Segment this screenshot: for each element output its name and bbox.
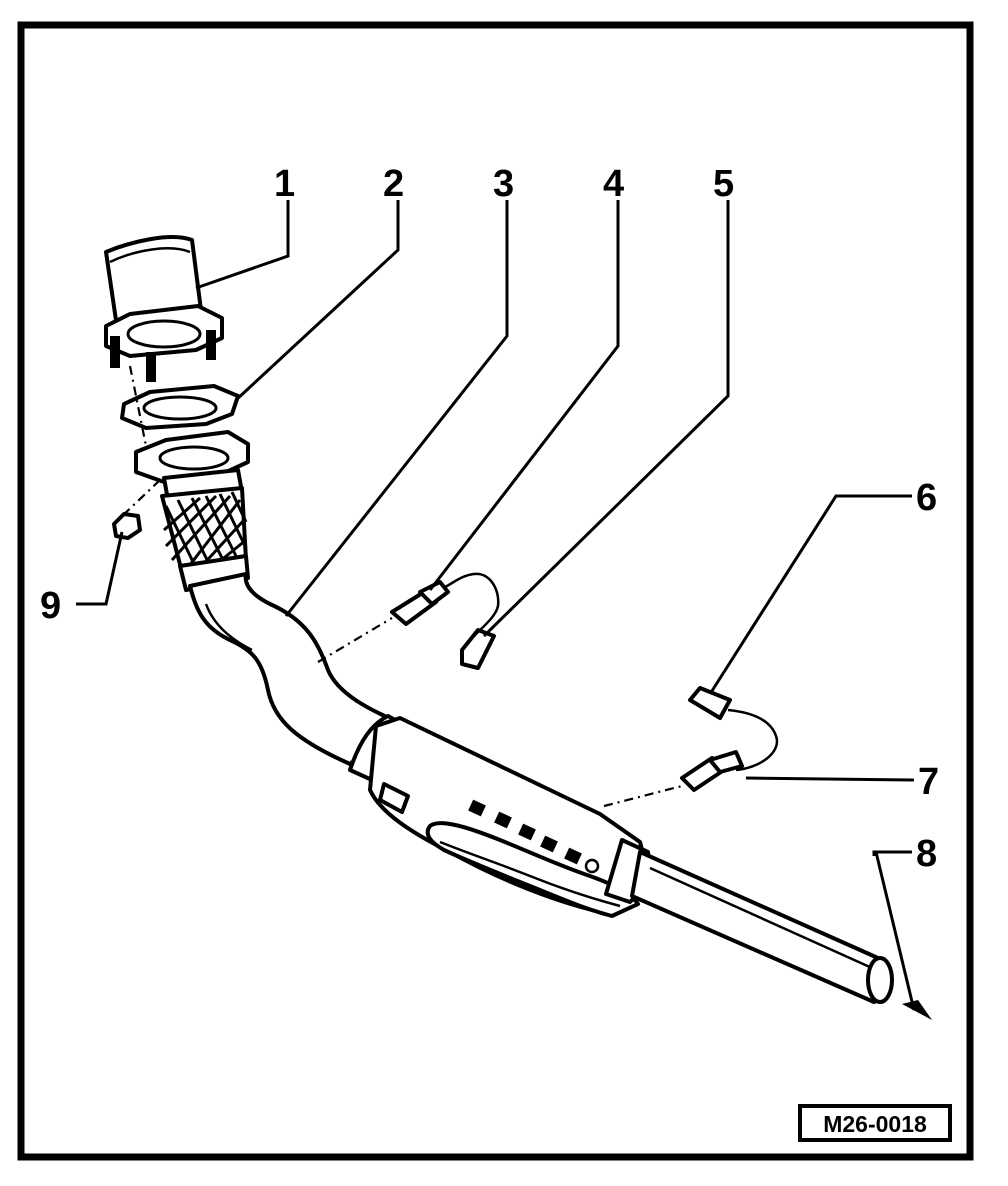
callout-6: 6 [916, 477, 937, 519]
callout-3: 3 [493, 163, 514, 205]
flex-braid [163, 491, 248, 571]
catalytic-converter [188, 572, 654, 918]
nut [112, 512, 142, 540]
leader-lines [76, 200, 932, 1020]
callout-8: 8 [916, 833, 937, 875]
diagram-frame [17, 21, 974, 1161]
front-oxygen-sensor [390, 572, 500, 670]
gasket [120, 384, 240, 430]
callout-7: 7 [918, 761, 939, 803]
callout-5: 5 [713, 163, 734, 205]
front-exhaust-pipe [104, 235, 224, 382]
callout-1: 1 [274, 163, 295, 205]
assembly-lines [119, 365, 683, 808]
callout-2: 2 [383, 163, 404, 205]
rear-oxygen-sensor [680, 686, 779, 792]
reference-code-box: M26-0018 [798, 1104, 952, 1142]
callout-numbers: 1 2 3 4 5 6 7 8 9 [40, 163, 939, 875]
callout-4: 4 [603, 163, 624, 205]
heat-shield-tabs [468, 799, 582, 865]
flex-pipe-section [134, 430, 250, 592]
callout-9: 9 [40, 585, 61, 627]
reference-code: M26-0018 [823, 1111, 927, 1137]
rear-exhaust-pipe [630, 850, 894, 1004]
